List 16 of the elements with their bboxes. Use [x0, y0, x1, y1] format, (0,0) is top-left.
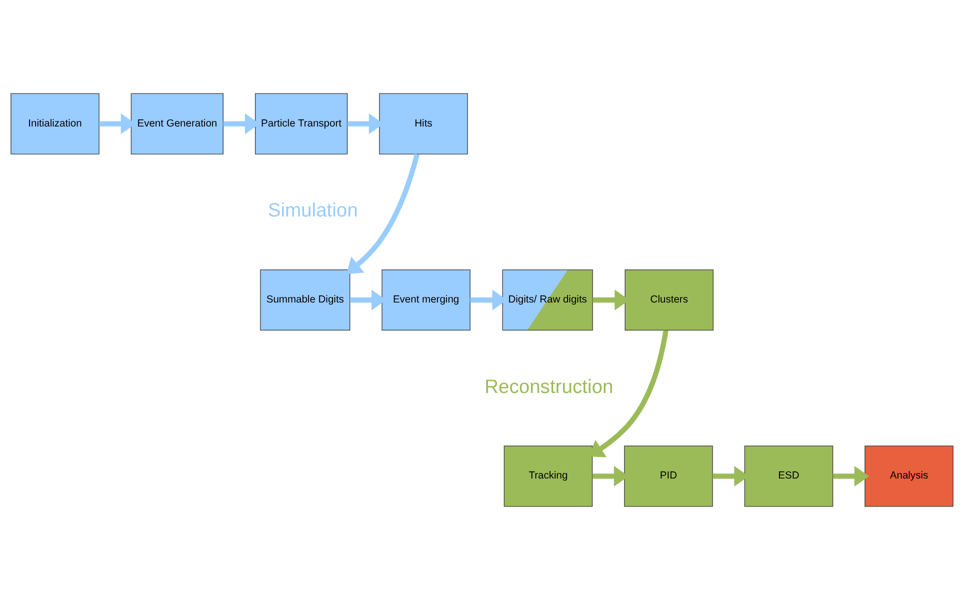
- label: Simulation: [268, 200, 358, 222]
- arrow: [588, 330, 668, 457]
- label: Reconstruction: [484, 376, 614, 398]
- node-box: Clusters: [624, 268, 714, 330]
- node-box: PID: [624, 445, 713, 506]
- node-box: Summable Digits: [260, 268, 350, 330]
- node-box: Event Generation: [130, 92, 224, 154]
- arrow: [832, 465, 870, 486]
- arrow: [346, 153, 420, 274]
- node-box: Analysis: [864, 445, 954, 506]
- node-box: Particle Transport: [255, 92, 348, 154]
- node-box: Initialization: [10, 92, 100, 154]
- node-box: Hits: [379, 92, 468, 154]
- node-box: ESD: [744, 445, 834, 506]
- node-box: Tracking: [504, 445, 593, 506]
- node-box: Event merging: [382, 268, 470, 330]
